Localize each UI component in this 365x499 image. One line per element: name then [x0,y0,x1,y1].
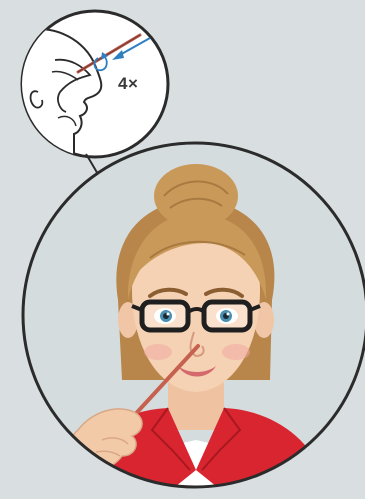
portrait-circle [23,143,365,499]
rotation-count-label: 4× [118,74,138,94]
inset-circle [20,11,168,170]
hair-bun [154,164,238,228]
